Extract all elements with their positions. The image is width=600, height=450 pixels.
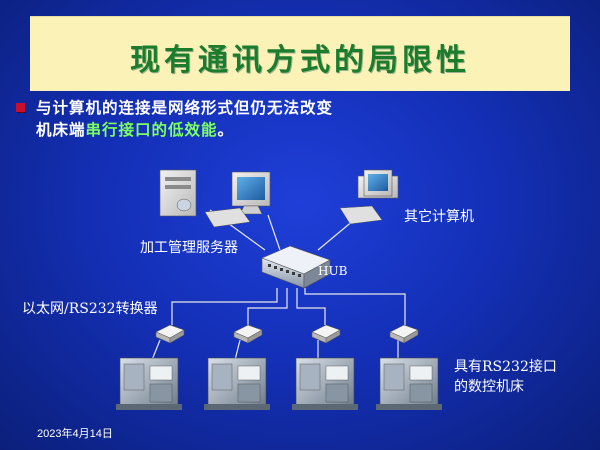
hub-label: HUB <box>318 264 348 278</box>
cnc-machine-icon-1 <box>116 357 182 410</box>
slide-title: 现有通讯方式的局限性 <box>130 43 470 78</box>
converter-label: 以太网/RS232转换器 <box>22 301 158 317</box>
converter-icon-3 <box>311 324 341 344</box>
cnc-machine-icon-4 <box>376 357 442 410</box>
bullet-line-2a: 机床端 <box>36 121 86 139</box>
converter-icon-2 <box>233 324 263 344</box>
cnc-machine-icon-2 <box>204 357 270 410</box>
hub-icon <box>261 245 331 289</box>
bullet-highlight: 串行接口的低效能 <box>85 121 218 139</box>
server-tower-icon <box>159 169 197 217</box>
converter-icon-4 <box>389 324 419 344</box>
server-monitor-icon <box>204 171 271 228</box>
server-label: 加工管理服务器 <box>140 240 238 256</box>
bullet-marker <box>16 103 25 112</box>
slide-date: 2023年4月14日 <box>37 428 113 440</box>
cnc-machine-icon-3 <box>292 357 358 410</box>
bullet-line-1: 与计算机的连接是网络形式但仍无法改变 <box>36 99 334 117</box>
title-box: 现有通讯方式的局限性 <box>30 16 570 91</box>
machine-label-line-1: 具有RS232接口 <box>454 359 557 375</box>
bullet-text: 与计算机的连接是网络形式但仍无法改变 机床端串行接口的低效能。 <box>36 97 456 141</box>
machine-label-line-2: 的数控机床 <box>454 379 524 395</box>
converter-icon-1 <box>155 324 185 344</box>
bullet-line-2c: 。 <box>217 121 235 139</box>
other-computer-icon <box>339 169 399 225</box>
other-pc-label: 其它计算机 <box>404 209 474 225</box>
network-lines <box>151 209 406 361</box>
